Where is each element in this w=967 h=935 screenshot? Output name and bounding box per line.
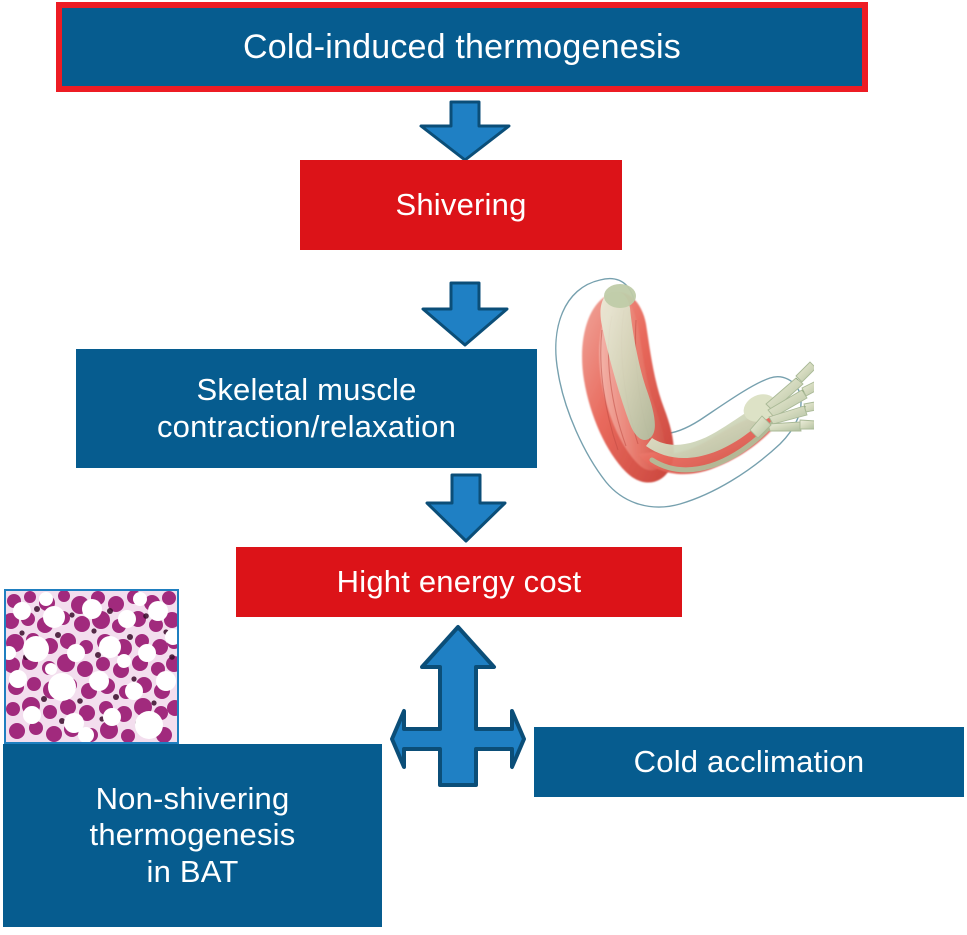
arrow-down-icon (418, 100, 512, 162)
arrow-down-icon (420, 281, 510, 347)
node-label: Non-shivering thermogenesis in BAT (89, 780, 296, 889)
node-shivering[interactable]: Shivering (300, 160, 622, 250)
node-label: Cold-induced thermogenesis (242, 27, 681, 66)
node-label: Hight energy cost (336, 563, 582, 599)
node-label: Shivering (395, 186, 527, 222)
node-cold-induced-thermogenesis[interactable]: Cold-induced thermogenesis (56, 2, 868, 92)
node-high-energy-cost[interactable]: Hight energy cost (236, 547, 682, 617)
node-cold-acclimation[interactable]: Cold acclimation (534, 727, 964, 797)
node-non-shivering-thermogenesis-in-bat[interactable]: Non-shivering thermogenesis in BAT (3, 744, 382, 927)
arrow-tri-directional-icon (388, 623, 528, 799)
node-skeletal-muscle-contraction-relaxation[interactable]: Skeletal muscle contraction/relaxation (76, 349, 537, 468)
node-label: Cold acclimation (633, 743, 865, 779)
arm-anatomy-illustration (528, 268, 822, 514)
arrow-down-icon (424, 473, 508, 543)
bat-histology-image (4, 589, 179, 744)
node-label: Skeletal muscle contraction/relaxation (156, 371, 457, 444)
